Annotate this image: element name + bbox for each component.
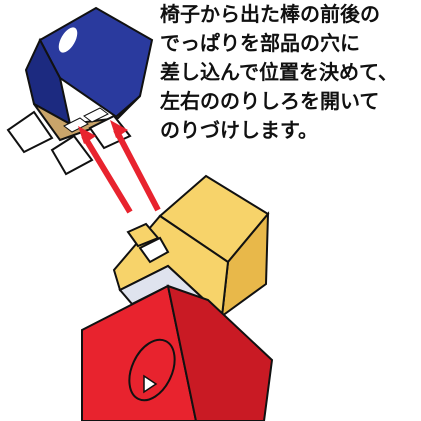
- blue-chair-part: [6, 6, 154, 176]
- instruction-text: 椅子から出た棒の前後の でっぱりを部品の穴に 差し込んで位置を決めて、 左右のの…: [160, 0, 418, 145]
- instruction-line-3: 差し込んで位置を決めて、: [160, 60, 398, 84]
- instruction-line-5: のりづけします。: [160, 118, 318, 142]
- peg-tab-2: [138, 236, 170, 264]
- red-part-hole: [128, 338, 176, 402]
- red-part-hole-marker: [143, 374, 158, 394]
- insert-arrows: [78, 120, 161, 214]
- glue-flap-bottom: [50, 134, 94, 176]
- arrow-right: [110, 120, 161, 212]
- blue-part-highlight: [58, 27, 78, 53]
- instruction-line-4: 左右ののりしろを開いて: [160, 89, 380, 113]
- base-hole-1: [63, 117, 89, 133]
- arrow-left: [78, 126, 133, 214]
- base-hole-2: [83, 107, 109, 123]
- red-chair-part: [81, 284, 274, 421]
- instruction-line-2: でっぱりを部品の穴に: [160, 31, 360, 55]
- red-part-right-face: [166, 284, 274, 421]
- glue-flap-left: [6, 110, 54, 154]
- instruction-line-1: 椅子から出た棒の前後の: [160, 2, 380, 26]
- yellow-stick-part: [112, 174, 270, 328]
